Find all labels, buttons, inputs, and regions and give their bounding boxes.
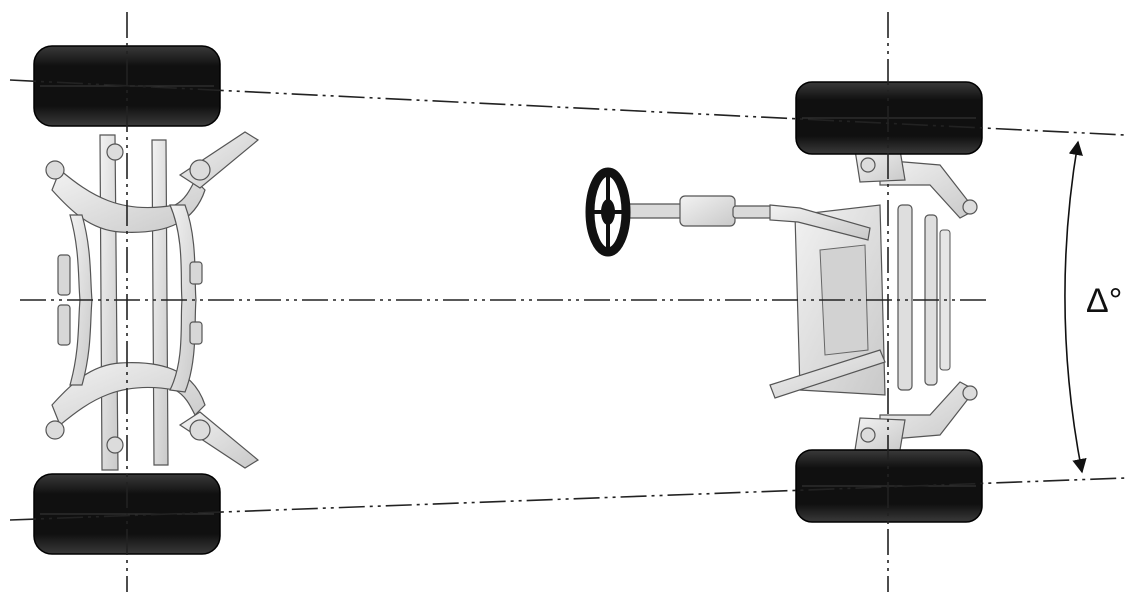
rear-subframe xyxy=(45,131,260,471)
front-left-tire xyxy=(795,81,983,155)
angle-arc xyxy=(1064,140,1087,474)
front-right-tire xyxy=(795,449,983,523)
left-tire-track-line xyxy=(9,79,1125,136)
angle-label: Δ° xyxy=(1086,282,1122,320)
right-tire-track-line xyxy=(9,477,1125,521)
alignment-axes xyxy=(9,12,1125,592)
steering-wheel-icon xyxy=(585,167,631,257)
